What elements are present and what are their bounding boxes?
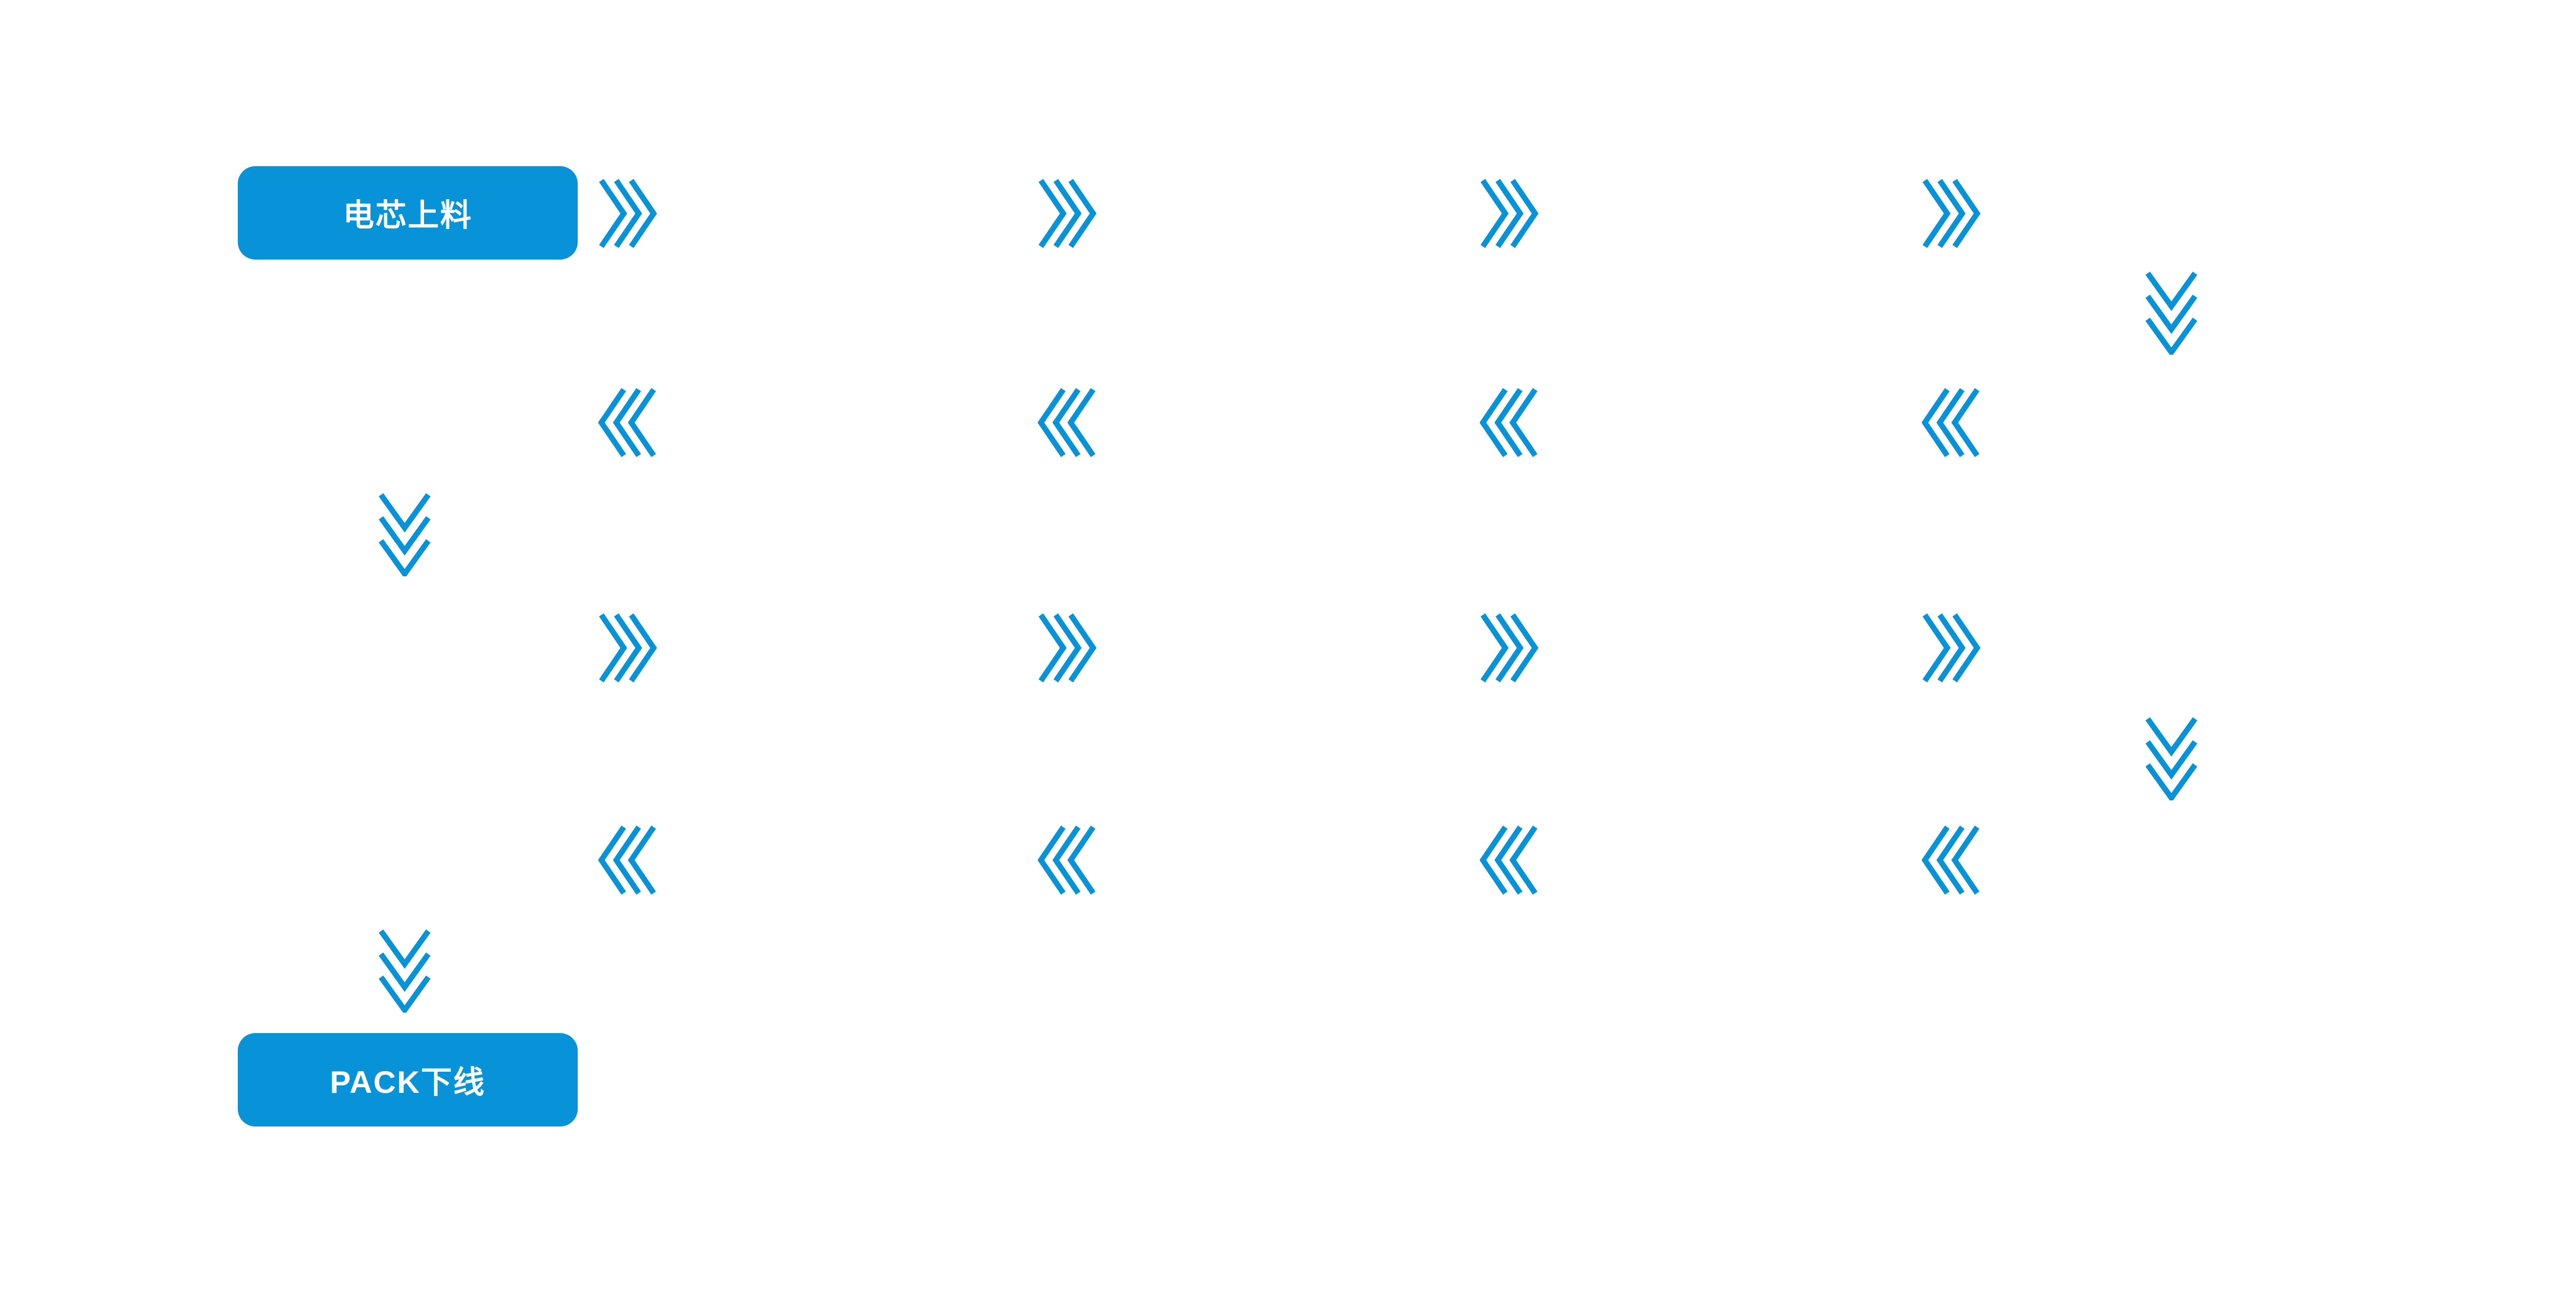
chevron-down-icon: [2145, 271, 2198, 355]
chevron-right-icon: [1480, 613, 1538, 683]
chevron-right-icon: [1922, 179, 1980, 248]
chevron-right-icon: [1038, 179, 1096, 248]
chevron-down-icon: [378, 492, 431, 576]
node-start-label: 电芯上料: [343, 198, 472, 233]
node-end-label: PACK下线: [330, 1065, 486, 1100]
chevron-left-icon: [1480, 388, 1538, 457]
chevron-right-icon: [1922, 613, 1980, 683]
chevron-left-icon: [1480, 825, 1538, 895]
chevron-left-icon: [598, 388, 657, 457]
chevron-right-icon: [1038, 613, 1096, 683]
chevron-left-icon: [1922, 825, 1980, 895]
chevron-left-icon: [1038, 825, 1096, 895]
chevron-right-icon: [598, 179, 657, 248]
chevron-down-icon: [378, 929, 431, 1013]
node-end: PACK下线: [238, 1033, 578, 1126]
chevron-left-icon: [1038, 388, 1096, 457]
chevron-left-icon: [598, 825, 657, 895]
chevron-right-icon: [598, 613, 657, 683]
node-start: 电芯上料: [238, 166, 578, 260]
chevron-left-icon: [1922, 388, 1980, 457]
chevron-down-icon: [2145, 716, 2198, 800]
chevron-right-icon: [1480, 179, 1538, 248]
